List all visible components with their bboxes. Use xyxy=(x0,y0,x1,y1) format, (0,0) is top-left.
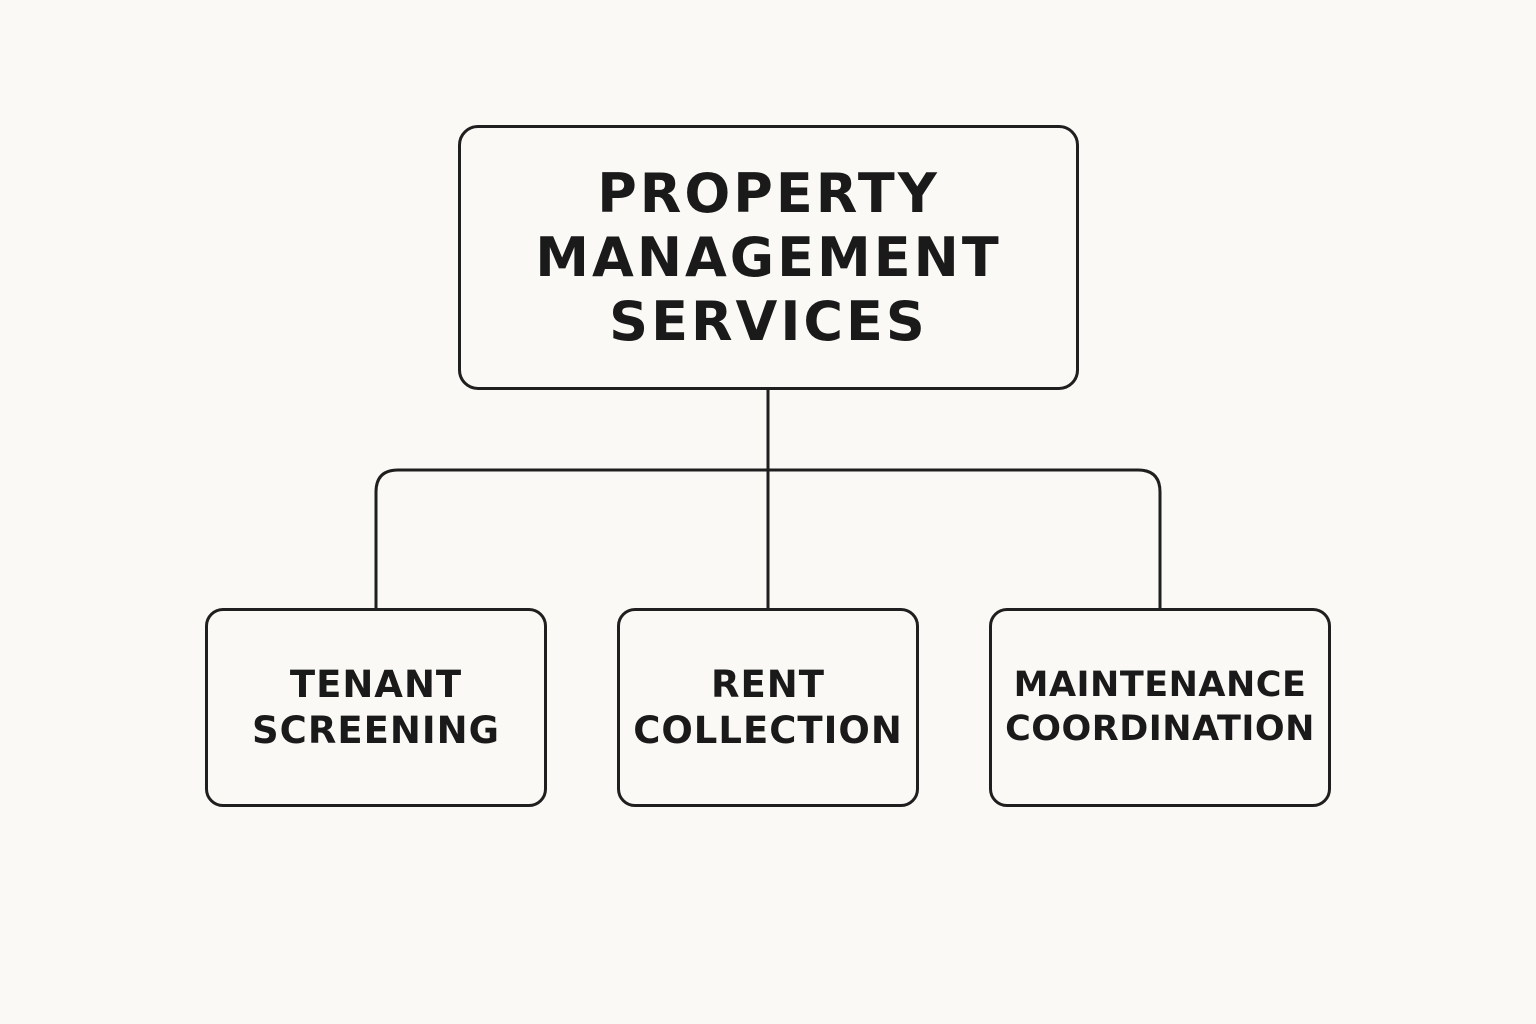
child-label-line-2: SCREENING xyxy=(252,709,500,752)
child-node-rent-collection: RENT COLLECTION xyxy=(617,608,919,807)
child-label-line-1: TENANT xyxy=(289,663,463,706)
child-label-line-2: COLLECTION xyxy=(633,709,903,752)
root-title-line-3: SERVICES xyxy=(609,289,928,353)
child-label-line-1: RENT xyxy=(711,663,825,706)
child-node-maintenance-coordination: MAINTENANCE COORDINATION xyxy=(989,608,1331,807)
child-label-line-2: COORDINATION xyxy=(1005,709,1315,749)
root-node-property-management-services: PROPERTY MANAGEMENT SERVICES xyxy=(458,125,1079,390)
root-title-line-2: MANAGEMENT xyxy=(535,225,1002,289)
child-label-line-1: MAINTENANCE xyxy=(1013,665,1307,705)
child-node-tenant-screening: TENANT SCREENING xyxy=(205,608,547,807)
root-title-line-1: PROPERTY xyxy=(597,161,940,225)
